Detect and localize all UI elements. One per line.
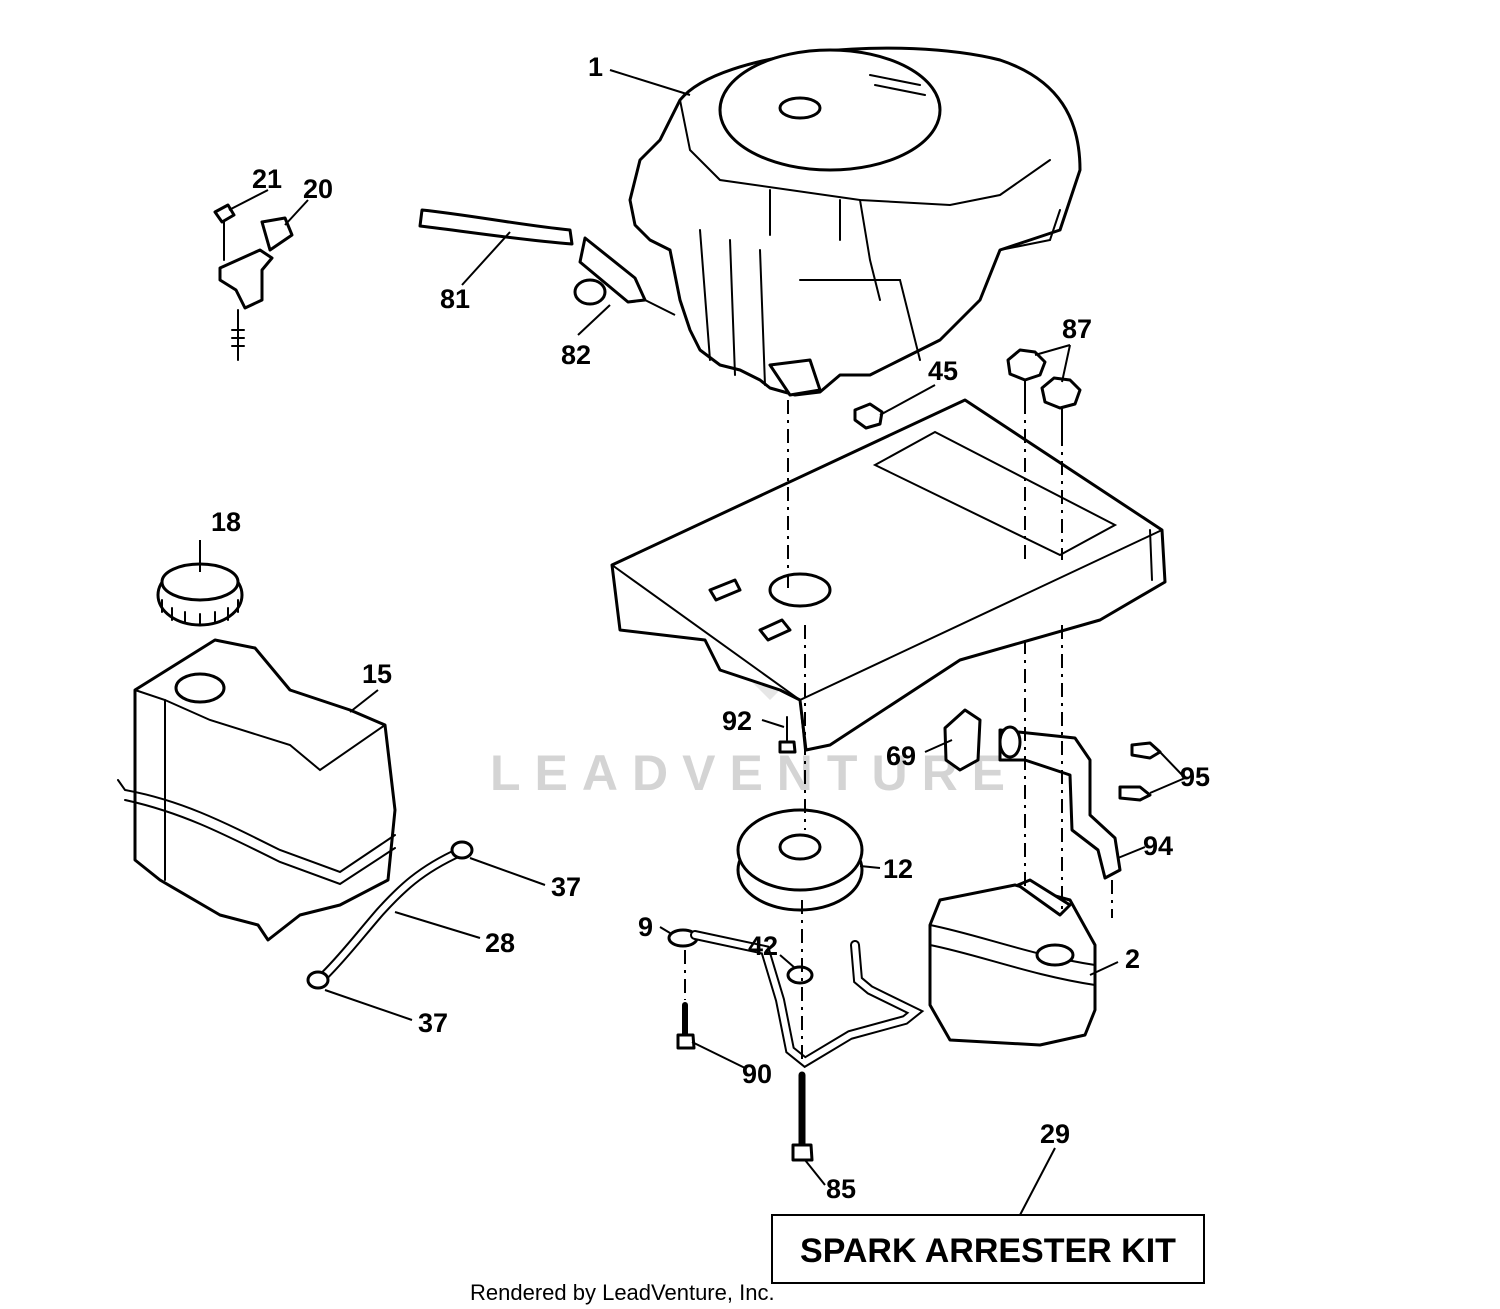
callout-28: 28 [485, 928, 515, 958]
callout-69: 69 [886, 741, 916, 771]
callout-90: 90 [742, 1059, 772, 1089]
callout-21: 21 [252, 164, 282, 194]
throttle-control-part-20 [213, 203, 294, 361]
callout-2: 2 [1125, 944, 1140, 974]
footer-text: Rendered by LeadVenture, Inc. [470, 1280, 775, 1305]
muffler-part-2 [928, 878, 1097, 1047]
kit-label: SPARK ARRESTER KIT [800, 1232, 1176, 1270]
bolt-part-92 [778, 716, 797, 754]
bolt-part-85 [791, 1071, 814, 1162]
bolts-part-87 [1006, 348, 1082, 433]
fuel-tank-part-15 [117, 638, 397, 942]
fuel-hose-part-28 [306, 840, 474, 990]
callout-29: 29 [1040, 1119, 1070, 1149]
callout-87: 87 [1062, 314, 1092, 344]
callout-18: 18 [211, 507, 241, 537]
bolt-part-90 [676, 1002, 696, 1050]
exhaust-pipe-part-94 [998, 725, 1122, 880]
spark-arrester-kit: SPARK ARRESTER KIT [771, 1214, 1205, 1284]
callout-20: 20 [303, 174, 333, 204]
nut-part-45 [853, 402, 884, 430]
callout-92: 92 [722, 706, 752, 736]
alignment-lines [684, 400, 1113, 1060]
fuel-filter-part-82 [573, 236, 676, 316]
callout-94: 94 [1143, 831, 1173, 861]
callout-12: 12 [883, 854, 913, 884]
callout-37-upper: 37 [551, 872, 581, 902]
callout-15: 15 [362, 659, 392, 689]
callout-42: 42 [748, 931, 778, 961]
callout-45: 45 [928, 356, 958, 386]
mounting-frame [610, 398, 1167, 752]
pulley-part-12 [736, 808, 864, 912]
watermark-text: LEADVENTURE [490, 745, 1019, 801]
callout-81: 81 [440, 284, 470, 314]
screws-part-95 [1118, 741, 1162, 802]
callout-37-lower: 37 [418, 1008, 448, 1038]
engine-part-1 [628, 46, 1082, 397]
bracket-part-9 [667, 928, 925, 1069]
callout-9: 9 [638, 912, 653, 942]
fuel-cap-part-18 [156, 562, 244, 627]
callout-82: 82 [561, 340, 591, 370]
callout-1: 1 [588, 52, 603, 82]
callout-95: 95 [1180, 762, 1210, 792]
callouts: 1 21 20 81 82 87 45 18 15 92 69 95 94 12… [211, 52, 1210, 1204]
callout-85: 85 [826, 1174, 856, 1204]
fuel-line-part-81 [418, 208, 574, 246]
leader-lines [199, 69, 1186, 1216]
gasket-part-69 [943, 708, 982, 772]
